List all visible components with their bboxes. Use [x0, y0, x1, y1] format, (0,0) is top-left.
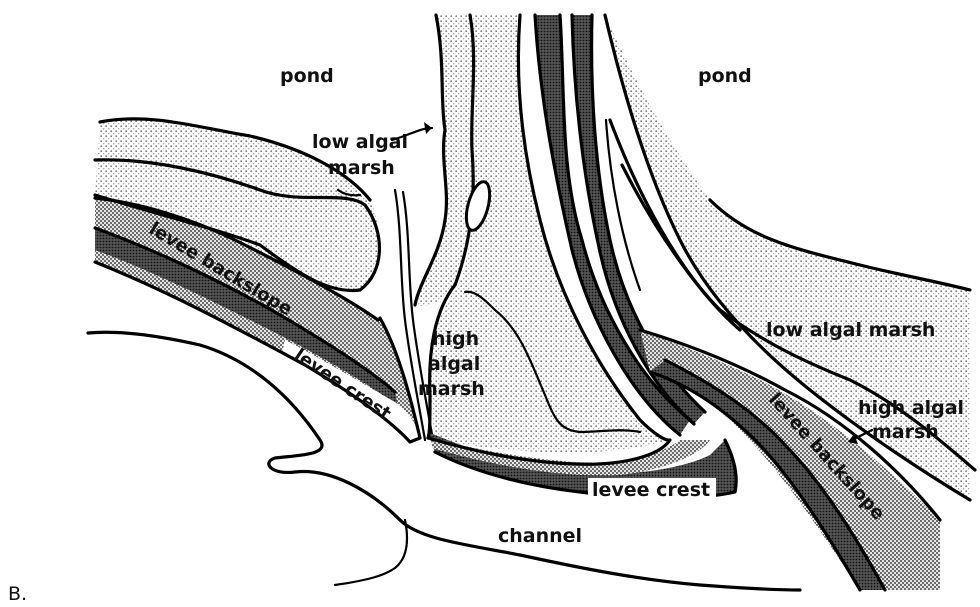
label-low-algal-marsh-top-1: low algal	[312, 131, 408, 153]
label-low-algal-marsh-top-2: marsh	[328, 157, 395, 179]
label-high-algal-marsh-2: algal	[428, 353, 480, 375]
pointer-arrowhead-1	[424, 122, 432, 134]
figure-label: B.	[8, 583, 27, 605]
label-high-algal-marsh-3: marsh	[418, 378, 485, 400]
label-channel: channel	[498, 525, 582, 547]
label-high-algal-marsh-right-2: marsh	[872, 421, 939, 443]
label-high-algal-marsh-1: high	[432, 328, 479, 350]
label-levee-crest-center: levee crest	[592, 479, 710, 501]
label-pond-left: pond	[280, 65, 334, 87]
right-levee-system	[605, 15, 975, 590]
channel-left-thread	[335, 520, 407, 585]
label-high-algal-marsh-right-1: high algal	[858, 397, 964, 419]
label-pond-right: pond	[698, 65, 752, 87]
label-low-algal-marsh-right: low algal marsh	[766, 319, 935, 341]
